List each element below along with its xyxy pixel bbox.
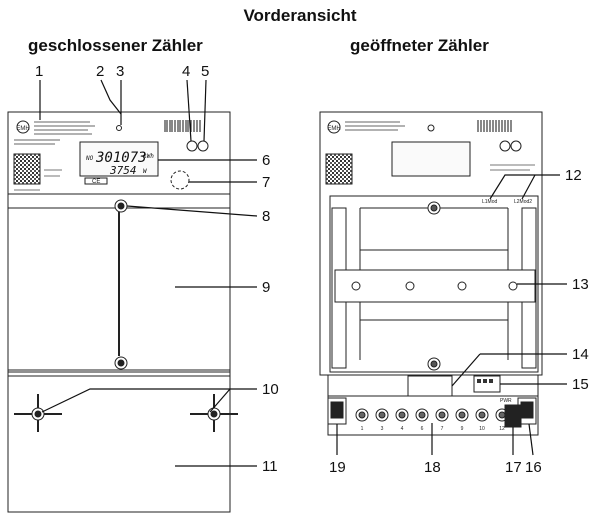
lcd-reading-top: 301073 bbox=[95, 150, 147, 166]
callout-18: 18 bbox=[424, 459, 441, 476]
manufacturer-logo-open bbox=[327, 120, 341, 134]
qr-code bbox=[13, 153, 41, 185]
cover-screw-left bbox=[14, 394, 62, 432]
lcd-unit-bottom: W bbox=[143, 168, 148, 175]
terminal-label-l1: L1Mod bbox=[482, 199, 498, 205]
callout-7: 7 bbox=[262, 174, 271, 191]
terminal-number: 3 bbox=[381, 426, 384, 432]
terminal-cover-lower bbox=[7, 375, 231, 513]
led-right-open-icon bbox=[510, 140, 522, 152]
bar-screws bbox=[351, 281, 518, 291]
callout-3: 3 bbox=[116, 63, 125, 80]
barcode bbox=[164, 120, 201, 132]
leader-lines bbox=[39, 79, 567, 467]
callout-15: 15 bbox=[572, 376, 589, 393]
pulse-terminal bbox=[473, 375, 501, 393]
optical-interface-open-icon bbox=[427, 124, 435, 132]
terminal-number: 12 bbox=[499, 426, 505, 432]
terminal-number: 7 bbox=[441, 426, 444, 432]
clamp-right-screw bbox=[520, 401, 534, 419]
lcd-display-open bbox=[391, 141, 471, 177]
optical-interface-icon bbox=[116, 125, 122, 131]
led-right-icon bbox=[197, 140, 209, 152]
manufacturer-logo bbox=[16, 120, 30, 134]
terminal-label-pwr: PWR bbox=[500, 398, 512, 404]
svg-text:CE: CE bbox=[92, 179, 100, 185]
callout-6: 6 bbox=[262, 152, 271, 169]
figure-title: Vorderansicht bbox=[243, 6, 357, 25]
led-left-open-icon bbox=[499, 140, 511, 152]
terminal-screws bbox=[355, 408, 509, 422]
callout-13: 13 bbox=[572, 276, 589, 293]
callout-16: 16 bbox=[525, 459, 542, 476]
module-screw-bottom bbox=[427, 357, 441, 371]
callout-12: 12 bbox=[565, 167, 582, 184]
lcd-prefix: NO bbox=[85, 155, 94, 162]
auxiliary-terminal bbox=[407, 375, 453, 397]
callout-19: 19 bbox=[329, 459, 346, 476]
callout-2: 2 bbox=[96, 63, 105, 80]
open-meter: EMH bbox=[319, 111, 543, 436]
callout-8: 8 bbox=[262, 208, 271, 225]
callout-11: 11 bbox=[262, 458, 278, 475]
terminal-number: 9 bbox=[461, 426, 464, 432]
terminal-number: 1 bbox=[361, 426, 364, 432]
clamp-left-screw bbox=[330, 401, 344, 419]
barcode-open bbox=[477, 120, 512, 132]
module-screw-top bbox=[427, 201, 441, 215]
lcd-display bbox=[79, 141, 159, 177]
closed-meter-caption: geschlossener Zähler bbox=[28, 36, 203, 55]
terminal-label-l2: L2Mod2 bbox=[514, 199, 532, 205]
callout-17: 17 bbox=[505, 459, 522, 476]
lcd-reading-bottom: 3754 bbox=[109, 164, 137, 177]
push-button-area bbox=[170, 170, 190, 190]
qr-code-open bbox=[325, 153, 353, 185]
pwr-module bbox=[504, 404, 522, 428]
closed-meter-nameplate: EMH bbox=[13, 120, 209, 191]
terminal-number: 10 bbox=[479, 426, 485, 432]
callout-14: 14 bbox=[572, 346, 589, 363]
terminal-number: 6 bbox=[421, 426, 424, 432]
communication-module-bar bbox=[334, 269, 536, 303]
callout-10: 10 bbox=[262, 381, 279, 398]
seal-screw-top bbox=[114, 199, 128, 213]
open-meter-caption: geöffneter Zähler bbox=[350, 36, 489, 55]
svg-text:EMH: EMH bbox=[16, 126, 29, 132]
ce-mark bbox=[84, 177, 108, 185]
terminal-number: 4 bbox=[401, 426, 404, 432]
callout-5: 5 bbox=[201, 63, 210, 80]
callout-4: 4 bbox=[182, 63, 191, 80]
closed-meter: EMH bbox=[7, 111, 238, 513]
lcd-unit-top: kWh bbox=[143, 153, 154, 160]
svg-text:EMH: EMH bbox=[327, 126, 340, 132]
led-left-icon bbox=[186, 140, 198, 152]
seal-screw-bottom bbox=[114, 356, 128, 370]
callout-9: 9 bbox=[262, 279, 271, 296]
callout-1: 1 bbox=[35, 63, 44, 80]
